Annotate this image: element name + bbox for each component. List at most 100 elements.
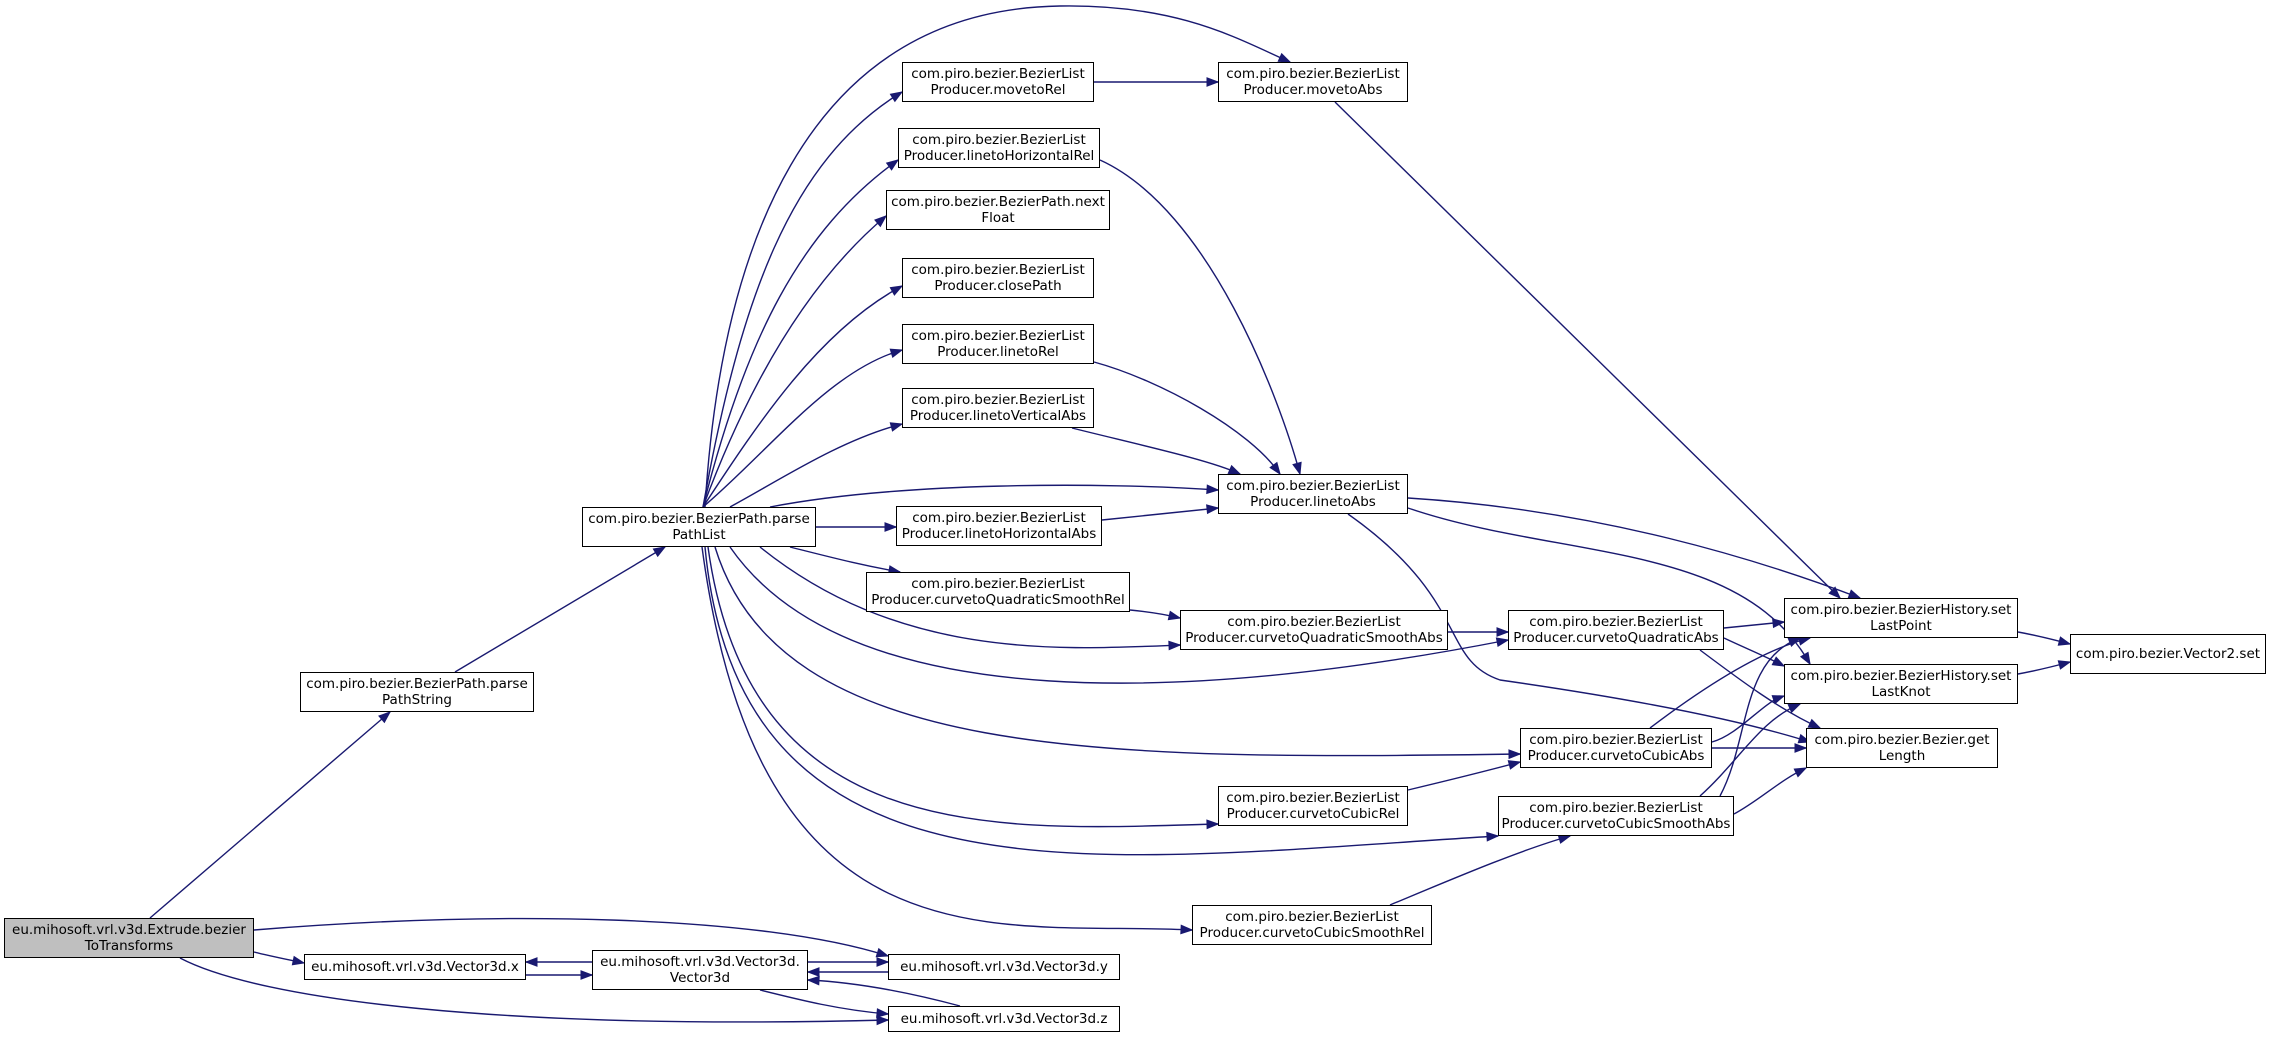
node-label-line: com.piro.bezier.BezierList: [1529, 614, 1703, 630]
edge-parsePathList-to-curvetoQuadraticSmoothRel: [789, 546, 901, 573]
node-label-line: PathString: [382, 692, 452, 708]
node-label-line: Producer.curvetoQuadraticSmoothAbs: [1185, 630, 1443, 646]
arrowhead-curvetoQuadraticSmoothAbs-to-curvetoQuadraticAbs: [1496, 627, 1510, 637]
arrowhead-vz-to-vctor: [806, 975, 820, 986]
arrowhead-curvetoQuadraticSmoothRel-to-curvetoQuadraticSmoothAbs: [1167, 610, 1182, 621]
node-label-line: eu.mihosoft.vrl.v3d.Extrude.bezier: [12, 922, 246, 938]
node-label-line: Length: [1878, 748, 1926, 764]
node-label-line: com.piro.bezier.Vector2.set: [2075, 646, 2261, 662]
node-label-line: Producer.curvetoCubicSmoothRel: [1199, 925, 1425, 941]
node-label-line: Producer.linetoRel: [937, 344, 1059, 360]
arrowhead-parsePathList-to-nextFloat: [874, 215, 888, 228]
node-vz[interactable]: eu.mihosoft.vrl.v3d.Vector3d.z: [888, 1006, 1120, 1032]
node-vx[interactable]: eu.mihosoft.vrl.v3d.Vector3d.x: [304, 954, 526, 980]
node-vctor[interactable]: eu.mihosoft.vrl.v3d.Vector3d.Vector3d: [592, 950, 808, 990]
arrowhead-parsePathList-to-closePath: [889, 285, 904, 296]
edge-parsePathList-to-linetoAbs: [769, 484, 1219, 508]
node-label-line: Float: [981, 210, 1015, 226]
edge-parsePathString-to-parsePathList: [454, 546, 666, 673]
arrowhead-parsePathString-to-parsePathList: [652, 546, 667, 558]
node-label-line: Producer.closePath: [934, 278, 1062, 294]
node-label-line: Producer.curvetoQuadraticSmoothRel: [871, 592, 1125, 608]
node-label-line: com.piro.bezier.BezierList: [1226, 478, 1400, 494]
arrowhead-vy-to-vctor: [806, 967, 820, 977]
node-label-line: Producer.movetoAbs: [1243, 82, 1383, 98]
node-label-line: com.piro.bezier.BezierList: [911, 262, 1085, 278]
arrowhead-parsePathList-to-linetoHorizontalAbs: [884, 522, 898, 532]
node-label-line: Producer.curvetoCubicRel: [1226, 806, 1400, 822]
node-label-line: PathList: [672, 527, 726, 543]
arrowhead-curvetoCubicAbs-to-setLastKnot: [1771, 695, 1786, 705]
node-label-line: ToTransforms: [84, 938, 174, 954]
node-label-line: com.piro.bezier.Bezier.get: [1814, 732, 1990, 748]
arrowhead-parsePathList-to-linetoHorizontalRel: [885, 159, 900, 171]
node-label-line: eu.mihosoft.vrl.v3d.Vector3d.z: [900, 1011, 1108, 1027]
node-label-line: Vector3d: [669, 970, 731, 986]
edge-parsePathList-to-curvetoCubicSmoothRel: [701, 546, 1193, 931]
edge-linetoHorizontalRel-to-linetoAbs: [1099, 159, 1301, 475]
arrowhead-root-to-vz: [876, 1015, 890, 1026]
arrowhead-curvetoQuadraticAbs-to-setLastKnot: [1771, 656, 1786, 667]
arrowhead-curvetoQuadraticAbs-to-setLastPoint: [1772, 618, 1786, 629]
arrowhead-curvetoCubicSmoothRel-to-curvetoCubicSmoothAbs: [1557, 834, 1572, 844]
edge-parsePathList-to-curvetoCubicRel: [707, 546, 1219, 828]
node-label-line: Producer.linetoAbs: [1250, 494, 1376, 510]
node-label-line: LastPoint: [1870, 618, 1932, 634]
arrowhead-setLastKnot-to-vector2set: [2057, 660, 2072, 670]
arrowhead-parsePathList-to-linetoAbs: [1206, 484, 1220, 495]
node-label-line: Producer.linetoVerticalAbs: [909, 408, 1087, 424]
arrowhead-parsePathList-to-curvetoQuadraticAbs: [1495, 637, 1510, 648]
edge-curvetoCubicRel-to-curvetoCubicAbs: [1407, 761, 1521, 791]
node-label-line: eu.mihosoft.vrl.v3d.Vector3d.y: [900, 959, 1108, 975]
edge-linetoAbs-to-getLength: [1347, 513, 1811, 743]
arrowhead-vctor-to-vx: [524, 957, 538, 967]
node-label-line: Producer.curvetoQuadraticAbs: [1513, 630, 1719, 646]
node-label-line: com.piro.bezier.BezierList: [911, 328, 1085, 344]
node-label-line: com.piro.bezier.BezierList: [1529, 800, 1703, 816]
edge-parsePathList-to-curvetoQuadraticSmoothAbs: [759, 546, 1181, 649]
edge-parsePathList-to-movetoRel: [702, 91, 903, 508]
edge-linetoVerticalAbs-to-linetoAbs: [1071, 427, 1241, 475]
arrowhead-curvetoCubicRel-to-curvetoCubicAbs: [1507, 760, 1522, 770]
node-vy[interactable]: eu.mihosoft.vrl.v3d.Vector3d.y: [888, 954, 1120, 980]
edge-root-to-vz: [179, 957, 889, 1023]
edge-linetoRel-to-linetoAbs: [1093, 361, 1281, 475]
arrowhead-root-to-vx: [291, 955, 306, 966]
arrowhead-linetoRel-to-linetoAbs: [1269, 461, 1281, 476]
arrowhead-parsePathList-to-curvetoCubicSmoothRel: [1180, 924, 1194, 935]
arrowhead-parsePathList-to-movetoRel: [889, 91, 904, 103]
node-label-line: com.piro.bezier.BezierList: [1225, 909, 1399, 925]
node-label-line: Producer.linetoHorizontalRel: [903, 148, 1095, 164]
node-vector2set[interactable]: com.piro.bezier.Vector2.set: [2070, 634, 2266, 674]
node-label-line: com.piro.bezier.BezierHistory.set: [1790, 668, 2012, 684]
edge-parsePathList-to-linetoVerticalAbs: [729, 423, 903, 508]
arrowhead-vctor-to-vy: [876, 957, 890, 967]
node-label-line: Producer.curvetoCubicSmoothAbs: [1501, 816, 1731, 832]
node-label-line: com.piro.bezier.BezierList: [911, 392, 1085, 408]
node-label-line: com.piro.bezier.BezierList: [1226, 790, 1400, 806]
arrowhead-curvetoCubicSmoothAbs-to-setLastKnot: [1787, 703, 1802, 714]
